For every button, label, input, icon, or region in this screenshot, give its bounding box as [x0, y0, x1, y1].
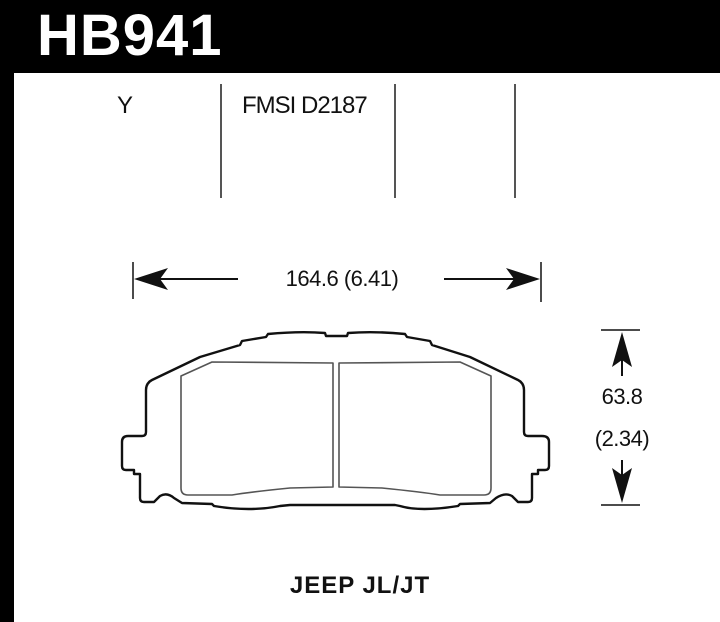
height-dimension-in: (2.34) — [594, 426, 650, 451]
position-code: Y — [117, 92, 133, 119]
divider-line-2 — [394, 84, 396, 198]
header-bar: HB941 — [0, 0, 720, 73]
backing-plate-outline — [120, 331, 551, 511]
width-dimension-arrows — [132, 262, 542, 302]
friction-pad-left — [180, 361, 334, 496]
height-dimension-mm: 63.8 — [601, 384, 643, 409]
vehicle-application: JEEP JL/JT — [289, 572, 431, 599]
left-border-stripe — [0, 73, 14, 622]
divider-line-3 — [514, 84, 516, 198]
divider-line-1 — [220, 84, 222, 198]
height-dimension-arrows — [601, 329, 640, 506]
fmsi-code: FMSI D2187 — [242, 92, 368, 119]
friction-pad-right — [338, 361, 492, 496]
width-dimension-label: 164.6 (6.41) — [285, 266, 399, 291]
part-number-title: HB941 — [37, 3, 223, 68]
